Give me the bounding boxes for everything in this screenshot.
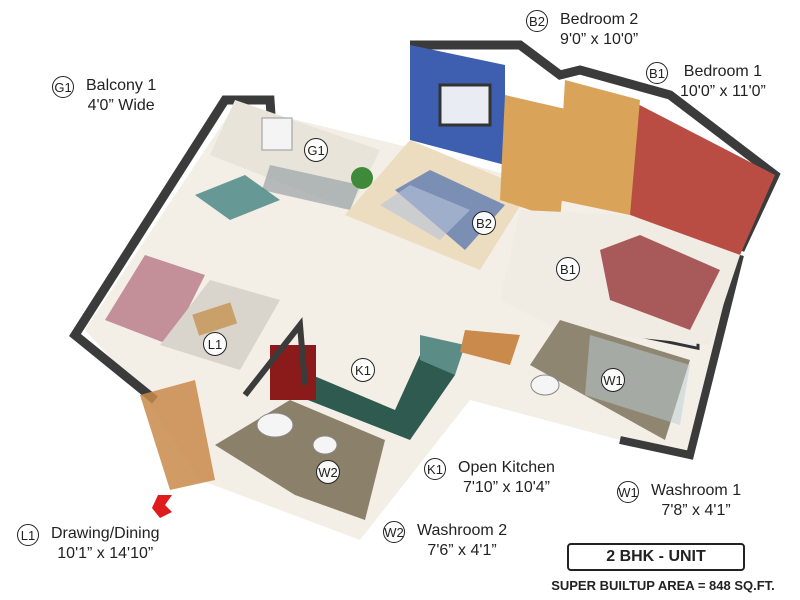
washroom-2-toilet bbox=[312, 435, 338, 455]
legend-dims: 7'10” x 10'4” bbox=[462, 479, 550, 496]
area-label: SUPER BUILTUP AREA = 848 SQ.FT. bbox=[551, 578, 775, 593]
marker-w1: W1 bbox=[601, 368, 625, 392]
legend-text: Open Kitchen 7'10” x 10'4” bbox=[458, 458, 555, 498]
legend-text: Washroom 2 7'6” x 4'1” bbox=[417, 521, 507, 561]
legend-text: Drawing/Dining 10'1” x 14'10” bbox=[51, 524, 160, 564]
legend-washroom-1: W1 Washroom 1 7'8” x 4'1” bbox=[617, 481, 741, 521]
legend-name: Balcony 1 bbox=[86, 77, 157, 94]
marker-w2: W2 bbox=[316, 460, 340, 484]
plant bbox=[351, 167, 373, 189]
bedroom-2-wardrobe bbox=[500, 95, 570, 220]
legend-name: Open Kitchen bbox=[458, 459, 555, 476]
legend-dims: 10'1” x 14'10” bbox=[57, 545, 154, 562]
legend-badge: B2 bbox=[526, 10, 548, 32]
washroom-2-wall bbox=[242, 317, 308, 397]
bedroom-2-rug bbox=[380, 185, 470, 240]
legend-badge: K1 bbox=[424, 458, 446, 480]
legend-drawing-dining: L1 Drawing/Dining 10'1” x 14'10” bbox=[17, 524, 160, 564]
bedroom-1-bed bbox=[600, 235, 720, 330]
legend-badge: L1 bbox=[17, 524, 39, 546]
marker-g1: G1 bbox=[304, 138, 328, 162]
legend-name: Drawing/Dining bbox=[51, 525, 160, 542]
legend-badge: W1 bbox=[617, 481, 639, 503]
marker-b2: B2 bbox=[472, 211, 496, 235]
legend-bedroom-1: B1 Bedroom 1 10'0” x 11'0” bbox=[646, 62, 766, 102]
legend-dims: 10'0” x 11'0” bbox=[680, 83, 766, 100]
legend-dims: 4'0” Wide bbox=[87, 97, 155, 114]
unit-label: 2 BHK - UNIT bbox=[567, 543, 745, 571]
washroom-1-toilet bbox=[530, 374, 560, 396]
outer-wall bbox=[619, 254, 744, 460]
entry-arrow bbox=[152, 495, 172, 518]
legend-name: Washroom 1 bbox=[651, 482, 742, 499]
legend-text: Balcony 1 4'0” Wide bbox=[86, 76, 156, 116]
bedroom-1-wall bbox=[630, 100, 775, 255]
marker-k1: K1 bbox=[351, 358, 375, 382]
kitchen-cabinet bbox=[420, 335, 465, 375]
coffee-table bbox=[192, 302, 238, 336]
kitchen-counter bbox=[295, 345, 455, 440]
legend-washroom-2: W2 Washroom 2 7'6” x 4'1” bbox=[383, 521, 507, 561]
legend-text: Washroom 1 7'8” x 4'1” bbox=[651, 481, 741, 521]
legend-badge: G1 bbox=[52, 76, 74, 98]
marker-b1: B1 bbox=[556, 257, 580, 281]
washroom-2-basin bbox=[256, 412, 294, 438]
legend-text: Bedroom 1 10'0” x 11'0” bbox=[680, 62, 766, 102]
bedroom-door bbox=[460, 330, 520, 365]
legend-name: Washroom 2 bbox=[417, 522, 508, 539]
balcony-glass-door bbox=[262, 165, 360, 210]
legend-dims: 7'8” x 4'1” bbox=[661, 502, 731, 519]
legend-dims: 7'6” x 4'1” bbox=[427, 542, 497, 559]
entry-door bbox=[140, 380, 215, 490]
legend-open-kitchen: K1 Open Kitchen 7'10” x 10'4” bbox=[424, 458, 555, 498]
washing-machine bbox=[261, 117, 293, 151]
dining-table bbox=[195, 175, 280, 220]
legend-badge: W2 bbox=[383, 521, 405, 543]
washroom-1-shower-glass bbox=[585, 335, 690, 425]
marker-l1: L1 bbox=[203, 332, 227, 356]
legend-name: Bedroom 1 bbox=[683, 63, 763, 80]
legend-name: Bedroom 2 bbox=[560, 11, 639, 28]
legend-balcony-1: G1 Balcony 1 4'0” Wide bbox=[52, 76, 156, 116]
bedroom-1-wardrobe bbox=[558, 80, 640, 215]
bedroom-2-window bbox=[438, 83, 492, 127]
washroom-2-floor bbox=[215, 400, 385, 520]
legend-bedroom-2: B2 Bedroom 2 9'0” x 10'0” bbox=[526, 10, 638, 50]
legend-dims: 9'0” x 10'0” bbox=[560, 31, 639, 48]
legend-text: Bedroom 2 9'0” x 10'0” bbox=[560, 10, 638, 50]
legend-badge: B1 bbox=[646, 62, 668, 84]
outer-wall bbox=[69, 95, 277, 404]
